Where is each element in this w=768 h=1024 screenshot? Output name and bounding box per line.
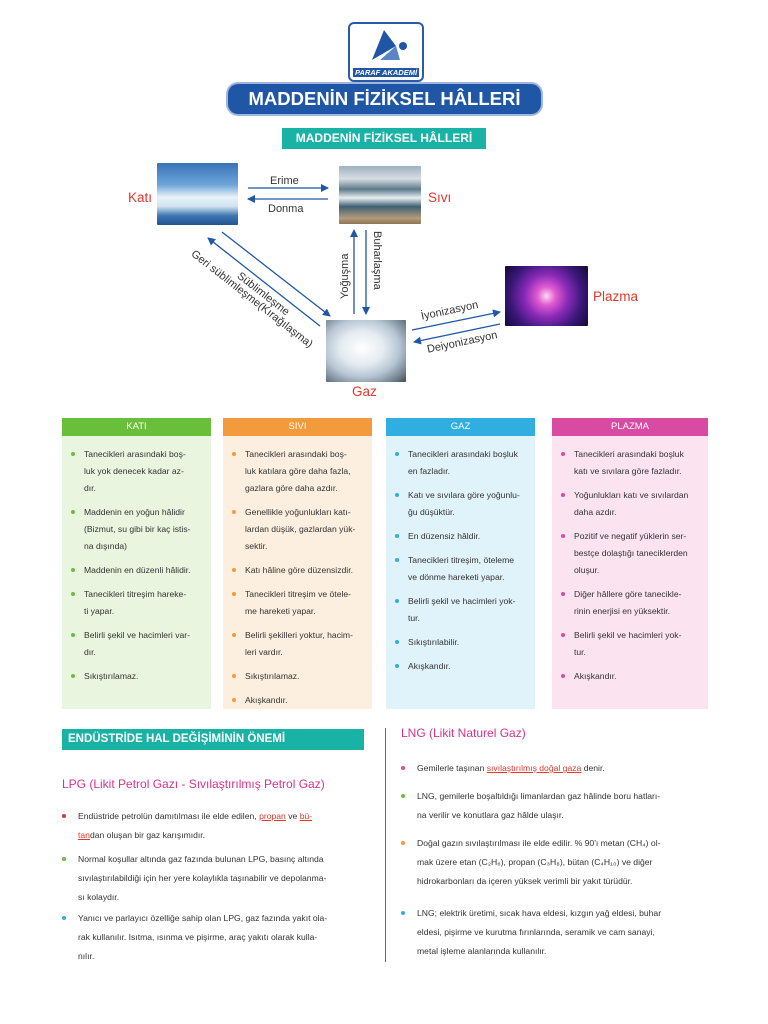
lpg-paragraph-3: Yanıcı ve parlayıcı özelliğe sahip olan … bbox=[62, 909, 372, 966]
list-item: Belirli şekil ve hacimleri var-dır. bbox=[71, 627, 203, 661]
lng-title: LNG (Likit Naturel Gaz) bbox=[401, 726, 526, 740]
arrow-iyonizasyon bbox=[411, 309, 501, 331]
lpg-paragraph-2: Normal koşullar altında gaz fazında bulu… bbox=[62, 850, 372, 907]
arrow-deiyonizasyon bbox=[413, 323, 501, 345]
list-item: Katı ve sıvılara göre yoğunlu-ğu düşüktü… bbox=[395, 487, 527, 521]
list-item: Akışkandır. bbox=[232, 692, 364, 709]
list-item: Genellikle yoğunlukları katı-lardan düşü… bbox=[232, 504, 364, 555]
list-item: Akışkandır. bbox=[395, 658, 527, 675]
column-body-sivi: Tanecikleri arasındaki boş-luk katılara … bbox=[223, 436, 372, 709]
label-donma: Donma bbox=[268, 203, 304, 215]
column-kati: KATI Tanecikleri arasındaki boş-luk yok … bbox=[62, 418, 211, 709]
lng-paragraph-1: Gemilerle taşınan sıvılaştırılmış doğal … bbox=[401, 759, 713, 778]
list-item: Katı hâline göre düzensizdir. bbox=[232, 562, 364, 579]
column-header-kati: KATI bbox=[62, 418, 211, 436]
arrow-sublimlesme bbox=[221, 231, 331, 317]
lpg-paragraph-1: Endüstride petrolün damıtılması ile elde… bbox=[62, 807, 372, 845]
section-title-underline bbox=[282, 148, 486, 149]
sea-waves-image bbox=[339, 166, 421, 224]
column-divider bbox=[385, 728, 386, 962]
lpg-title: LPG (Likit Petrol Gazı - Sıvılaştırılmış… bbox=[62, 777, 325, 791]
list-item: Sıkıştırılamaz. bbox=[232, 668, 364, 685]
list-item: Sıkıştırılamaz. bbox=[71, 668, 203, 685]
column-header-gaz: GAZ bbox=[386, 418, 535, 436]
iceberg-image bbox=[157, 163, 238, 225]
page-title: MADDENİN FİZİKSEL HÂLLERİ bbox=[228, 84, 541, 114]
lng-paragraph-3: Doğal gazın sıvılaştırılması ile elde ed… bbox=[401, 834, 713, 891]
state-label-sivi: Sıvı bbox=[428, 190, 452, 205]
list-item: En düzensiz hâldir. bbox=[395, 528, 527, 545]
arrow-geri-sublimlesme bbox=[207, 237, 321, 327]
list-item: Tanecikleri titreşim ve ötele-me hareket… bbox=[232, 586, 364, 620]
lng-paragraph-2: LNG, gemilerle boşaltıldığı limanlardan … bbox=[401, 787, 713, 825]
state-label-plazma: Plazma bbox=[593, 289, 639, 304]
list-item: Maddenin en düzenli hâlidir. bbox=[71, 562, 203, 579]
logo-text: PARAF AKADEMİ bbox=[353, 68, 419, 77]
paraf-akademi-logo: PARAF AKADEMİ bbox=[348, 22, 424, 82]
list-item: Maddenin en yoğun hâlidir(Bizmut, su gib… bbox=[71, 504, 203, 555]
list-item: Belirli şekil ve hacimleri yok-tur. bbox=[561, 627, 700, 661]
list-item: Belirli şekil ve hacimleri yok-tur. bbox=[395, 593, 527, 627]
industry-header-underline bbox=[62, 749, 364, 750]
list-item: Tanecikleri arasındaki boş-luk yok denec… bbox=[71, 446, 203, 497]
state-label-kati: Katı bbox=[128, 190, 153, 205]
logo-mark-icon bbox=[372, 30, 407, 60]
label-erime: Erime bbox=[270, 175, 299, 187]
column-body-kati: Tanecikleri arasındaki boş-luk yok denec… bbox=[62, 436, 211, 709]
state-label-gaz: Gaz bbox=[352, 384, 377, 399]
list-item: Tanecikleri arasındaki boş-luk katılara … bbox=[232, 446, 364, 497]
list-item: Akışkandır. bbox=[561, 668, 700, 685]
list-item: Belirli şekilleri yoktur, hacim-leri var… bbox=[232, 627, 364, 661]
column-header-plazma: PLAZMA bbox=[552, 418, 708, 436]
label-buharlasma: Buharlaşma bbox=[371, 231, 383, 290]
transition-arrows bbox=[207, 184, 501, 345]
plasma-ball-image bbox=[505, 266, 588, 326]
label-yogusma: Yoğuşma bbox=[339, 253, 351, 299]
section-title: MADDENİN FİZİKSEL HÂLLERİ bbox=[282, 128, 486, 148]
list-item: Sıkıştırılabilir. bbox=[395, 634, 527, 651]
steam-cloud-image bbox=[326, 320, 406, 382]
list-item: Tanecikleri titreşim hareke-ti yapar. bbox=[71, 586, 203, 620]
column-header-sivi: SIVI bbox=[223, 418, 372, 436]
industry-section-header: ENDÜSTRİDE HAL DEĞİŞİMİNİN ÖNEMİ bbox=[62, 729, 364, 749]
column-sivi: SIVI Tanecikleri arasındaki boş-luk katı… bbox=[223, 418, 372, 709]
list-item: Diğer hâllere göre tanecikle-rinin enerj… bbox=[561, 586, 700, 620]
list-item: Pozitif ve negatif yüklerin ser-bestçe d… bbox=[561, 528, 700, 579]
lng-paragraph-4: LNG; elektrik üretimi, sıcak hava eldesi… bbox=[401, 904, 713, 961]
